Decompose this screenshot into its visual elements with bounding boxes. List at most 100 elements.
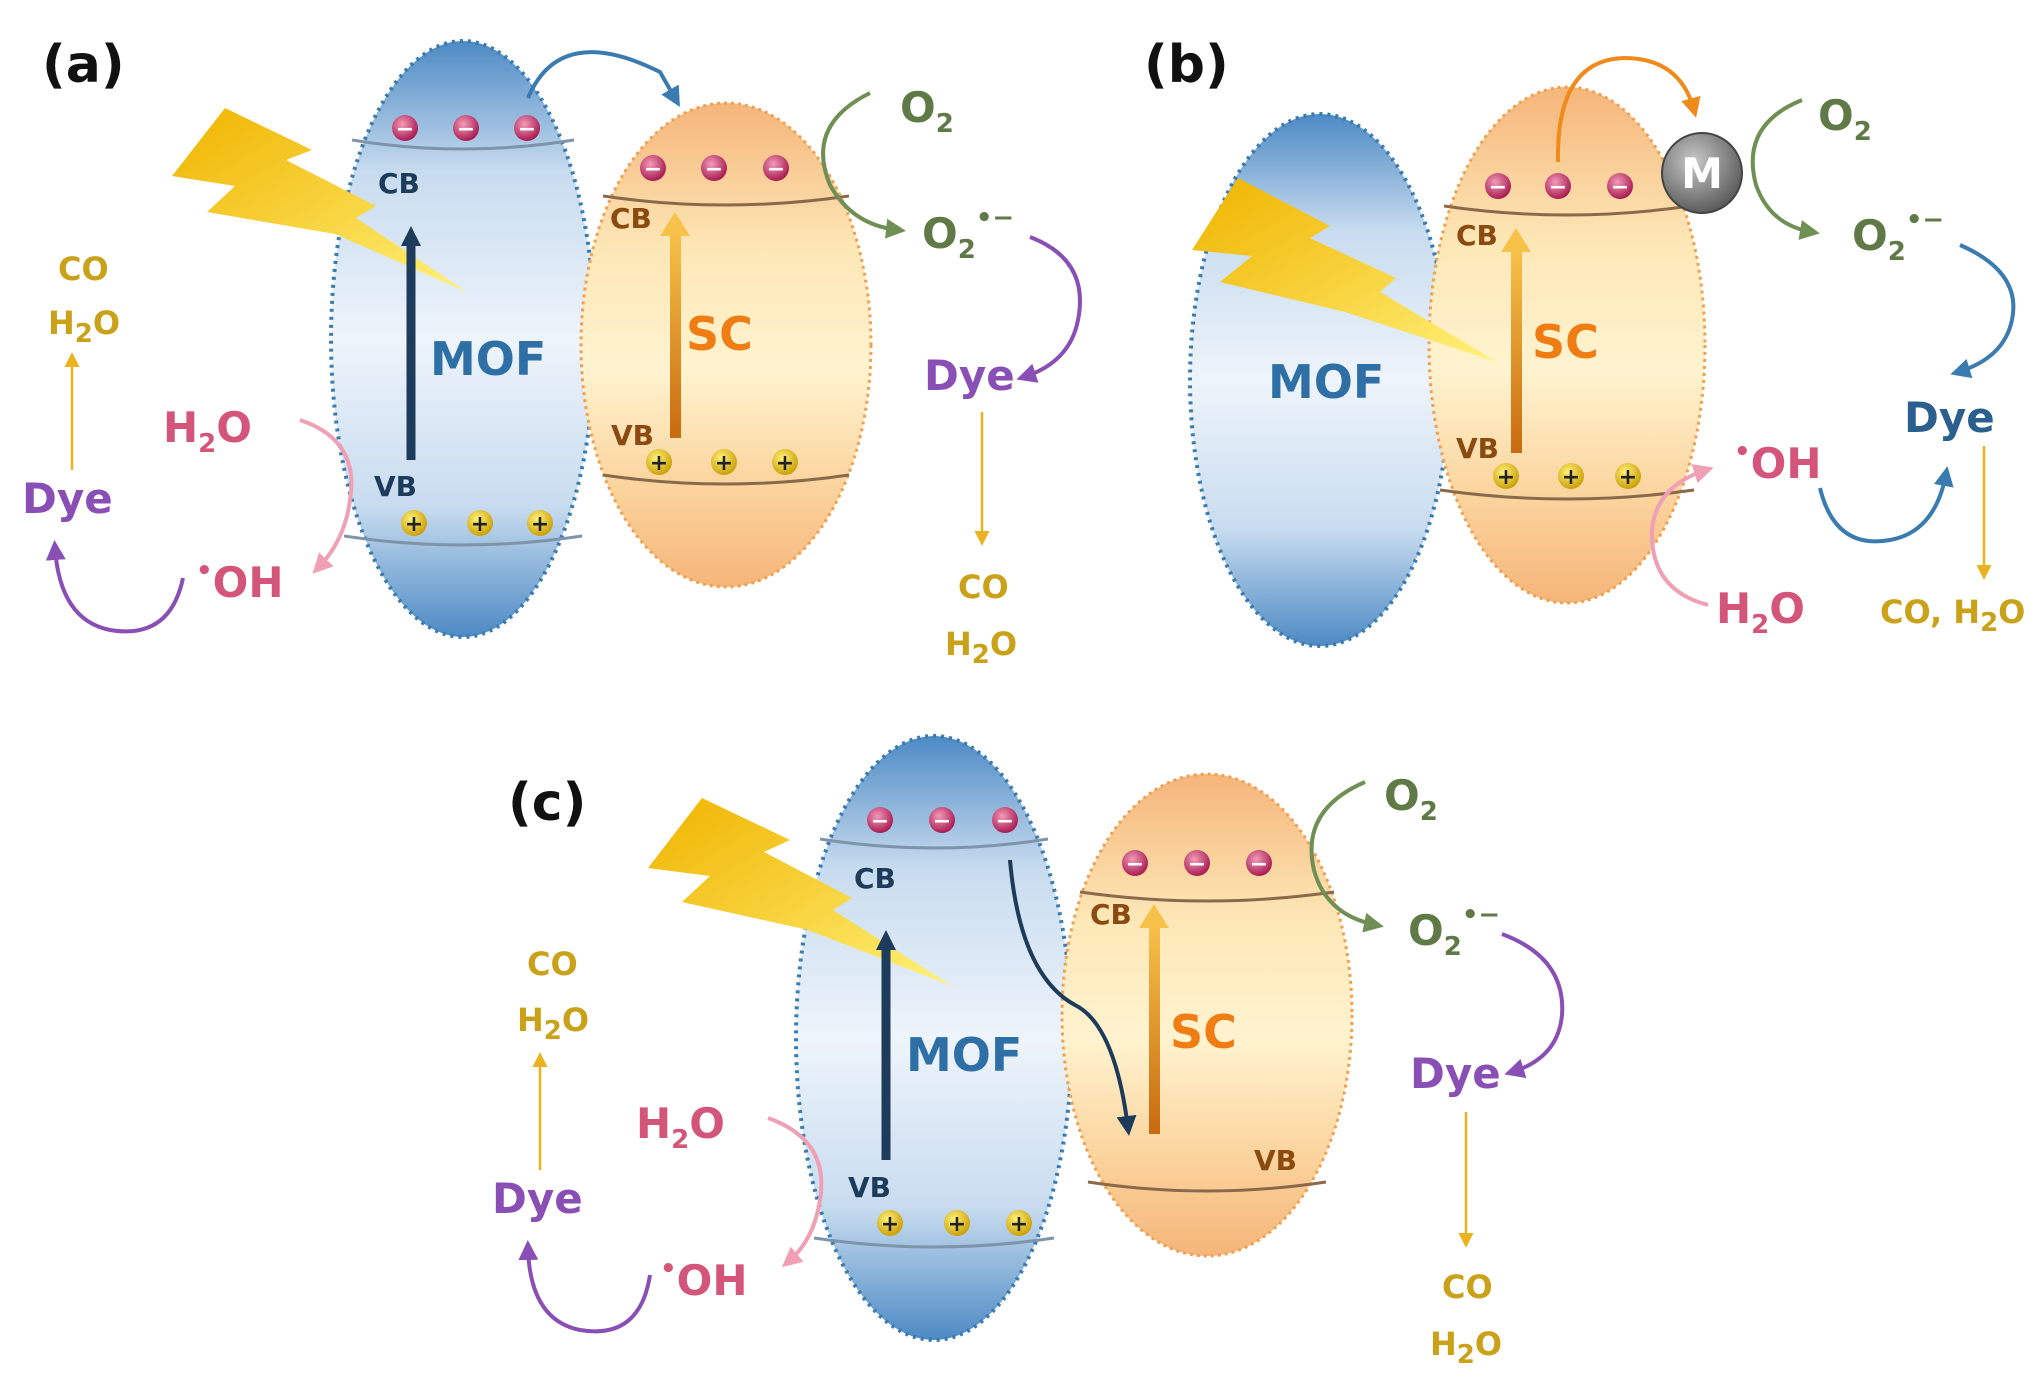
sc-cb-line bbox=[1443, 204, 1691, 217]
mof-cb-line bbox=[819, 837, 1049, 850]
sc-vb-line bbox=[1439, 488, 1695, 501]
panel-a-label: (a) bbox=[42, 35, 125, 95]
svg-text:−: − bbox=[1489, 175, 1507, 200]
svg-text:−: − bbox=[705, 157, 723, 182]
o2-reduction-arrow bbox=[1750, 98, 1820, 240]
hole bbox=[877, 1210, 903, 1236]
panel-b-label: (b) bbox=[1144, 35, 1229, 95]
h2o-label: H2O bbox=[1716, 584, 1805, 640]
sc-holes: + + + bbox=[646, 449, 798, 476]
svg-text:−: − bbox=[457, 117, 475, 142]
electron-metal-arrow bbox=[1555, 55, 1701, 163]
hole bbox=[467, 510, 493, 536]
sc-electrons: − − − bbox=[1485, 173, 1633, 200]
co-left-label: CO bbox=[527, 945, 578, 983]
electron bbox=[1607, 173, 1633, 199]
svg-text:−: − bbox=[1549, 175, 1567, 200]
sc-label: SC bbox=[1532, 315, 1599, 369]
sc-vb-label: VB bbox=[1254, 1144, 1297, 1177]
mof-label: MOF bbox=[906, 1028, 1022, 1082]
light-bolt-icon bbox=[1192, 178, 1497, 362]
svg-text:−: − bbox=[1250, 852, 1268, 877]
o2-label: O2 bbox=[900, 83, 954, 139]
sc-excitation-arrow bbox=[1511, 248, 1522, 453]
hole bbox=[527, 510, 553, 536]
light-bolt-icon bbox=[648, 798, 952, 986]
o2-reduction-arrow bbox=[1309, 780, 1384, 933]
mof-cb-label: CB bbox=[378, 167, 420, 200]
hole bbox=[1615, 463, 1641, 489]
mof-electrons: − − − bbox=[392, 115, 540, 142]
metal-label: M bbox=[1681, 149, 1723, 198]
electron bbox=[1184, 850, 1210, 876]
sc-cb-line bbox=[602, 194, 850, 207]
sc-vb-line bbox=[1087, 1180, 1327, 1193]
mof-electrons: − − − bbox=[867, 807, 1018, 834]
sc-vb-line bbox=[602, 473, 850, 486]
oh-label: •OH bbox=[196, 556, 283, 607]
superoxide-dye-arrow bbox=[1016, 235, 1082, 383]
panel-a: (a) CB VB MOF CB VB SC − − − bbox=[22, 35, 1082, 670]
h2o-right-label: H2O bbox=[1430, 1325, 1502, 1370]
co-right-label: CO bbox=[1442, 1268, 1493, 1306]
mof-holes: + + + bbox=[877, 1210, 1032, 1237]
dye-left-label: Dye bbox=[492, 1174, 583, 1223]
h2o-left-label: H2O bbox=[163, 403, 252, 459]
o2-reduction-arrow bbox=[821, 91, 906, 239]
sc-cb-line bbox=[1079, 890, 1335, 903]
electron bbox=[453, 115, 479, 141]
hole bbox=[772, 449, 798, 475]
sc-electrons: − − − bbox=[640, 155, 789, 182]
svg-text:−: − bbox=[1188, 852, 1206, 877]
panel-c-label: (c) bbox=[508, 773, 586, 833]
electron bbox=[1485, 173, 1511, 199]
svg-text:+: + bbox=[881, 1212, 899, 1237]
h2o-top-label: H2O bbox=[517, 1001, 589, 1046]
svg-text:+: + bbox=[471, 512, 489, 537]
electron bbox=[392, 115, 418, 141]
svg-text:−: − bbox=[518, 117, 536, 142]
electron bbox=[701, 155, 727, 181]
svg-text:+: + bbox=[1497, 465, 1515, 490]
oh-dye-arrow bbox=[1818, 466, 1954, 544]
superoxide-dye-arrow bbox=[1950, 243, 2016, 379]
svg-text:+: + bbox=[1619, 465, 1637, 490]
svg-text:−: − bbox=[767, 157, 785, 182]
dye-label: Dye bbox=[1904, 393, 1995, 442]
hole bbox=[711, 449, 737, 475]
h2o-left-label: H2O bbox=[636, 1099, 725, 1155]
dye-right-label: Dye bbox=[924, 351, 1015, 400]
co-right-label: CO bbox=[958, 568, 1009, 606]
oh-dye-arrow bbox=[518, 1240, 652, 1334]
oh-dye-arrow bbox=[45, 540, 185, 634]
light-bolt-icon bbox=[172, 108, 467, 292]
mof-vb-label: VB bbox=[848, 1171, 891, 1204]
z-scheme-transfer-arrow bbox=[1008, 859, 1137, 1136]
electron bbox=[1545, 173, 1571, 199]
sc-label: SC bbox=[686, 307, 753, 361]
svg-text:−: − bbox=[644, 157, 662, 182]
sc-vb-label: VB bbox=[1456, 432, 1499, 465]
sc-excitation-arrow bbox=[1149, 924, 1160, 1134]
sc-holes: + + + bbox=[1493, 463, 1641, 490]
metal-cocatalyst bbox=[1661, 132, 1743, 214]
mof-holes: + + + bbox=[401, 510, 553, 537]
superoxide-dye-arrow bbox=[1501, 932, 1565, 1079]
h2o-oxidation-arrow bbox=[1649, 464, 1714, 607]
svg-text:+: + bbox=[948, 1212, 966, 1237]
electron bbox=[992, 807, 1018, 833]
svg-text:−: − bbox=[871, 809, 889, 834]
electron bbox=[867, 807, 893, 833]
svg-text:−: − bbox=[996, 809, 1014, 834]
mof-vb-label: VB bbox=[374, 470, 417, 503]
mof-label: MOF bbox=[1268, 355, 1384, 409]
hole bbox=[1006, 1210, 1032, 1236]
hole bbox=[1493, 463, 1519, 489]
svg-text:+: + bbox=[776, 451, 794, 476]
electron bbox=[514, 115, 540, 141]
dye-right-label: Dye bbox=[1410, 1049, 1501, 1098]
superoxide-label: O2•− bbox=[1852, 205, 1944, 267]
sc-electrons: − − − bbox=[1122, 850, 1272, 877]
